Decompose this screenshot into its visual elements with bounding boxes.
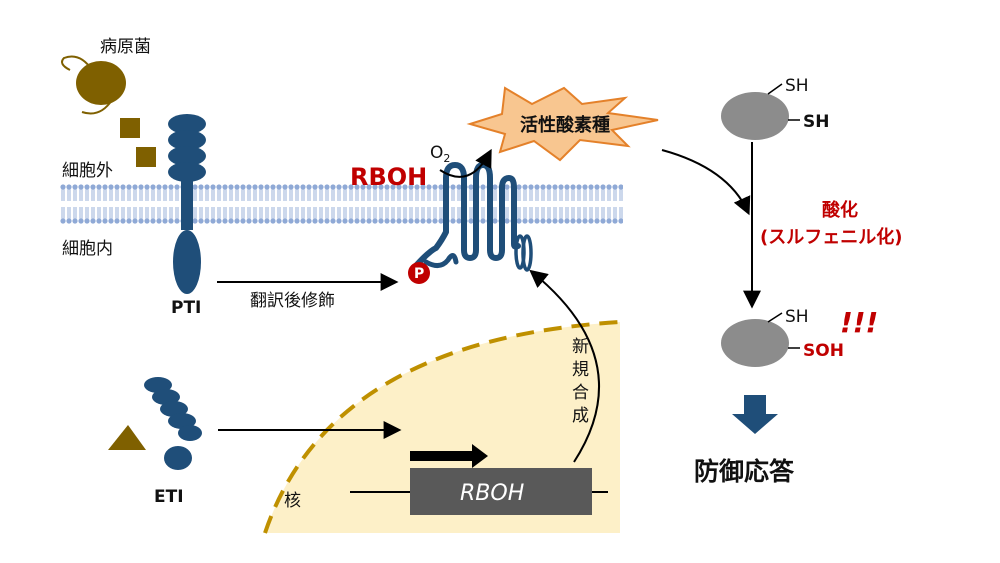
pathogen-label: 病原菌 bbox=[100, 37, 151, 57]
oxidation-label: 酸化 bbox=[822, 199, 858, 221]
ros-label: 活性酸素種 bbox=[520, 114, 610, 136]
rboh-gene-label: RBOH bbox=[460, 481, 524, 506]
nucleus-label: 核 bbox=[284, 491, 301, 511]
ptm-label: 翻訳後修飾 bbox=[250, 291, 335, 311]
sh-label-top-1: SH bbox=[785, 76, 809, 96]
nuclear-envelope bbox=[263, 320, 621, 534]
pamp-square-icon bbox=[120, 118, 140, 138]
down-arrow-icon bbox=[732, 395, 778, 434]
o2-subscript: 2 bbox=[443, 152, 450, 165]
defense-response-label: 防御応答 bbox=[694, 457, 795, 486]
sulfenylation-label: (スルフェニル化) bbox=[760, 226, 902, 248]
phospho-label: P bbox=[414, 266, 424, 282]
pamp-square-icon bbox=[136, 147, 156, 167]
plasma-membrane bbox=[60, 184, 623, 224]
extracellular-label: 細胞外 bbox=[62, 161, 113, 181]
effector-triangle-icon bbox=[108, 425, 146, 450]
phosphorylation-icon: P bbox=[408, 262, 430, 284]
pti-receptor-icon bbox=[168, 114, 206, 294]
de-novo-char-3: 合 bbox=[572, 383, 589, 403]
o2-label: O2 bbox=[430, 143, 450, 165]
eti-receptor-icon bbox=[144, 377, 202, 470]
pathogen-icon bbox=[61, 55, 126, 115]
eti-label: ETI bbox=[154, 487, 184, 507]
soh-label: SOH bbox=[803, 341, 844, 361]
de-novo-char-4: 成 bbox=[572, 406, 589, 426]
sh-label-top-2: SH bbox=[803, 112, 829, 132]
sh-label-bottom: SH bbox=[785, 307, 809, 327]
rboh-protein-label: RBOH bbox=[350, 163, 427, 191]
oxidized-protein-icon bbox=[721, 319, 789, 367]
de-novo-char-1: 新 bbox=[572, 337, 589, 357]
de-novo-synthesis-arrow bbox=[529, 269, 601, 463]
exclamation-label: !!! bbox=[840, 306, 878, 339]
o2-main: O bbox=[430, 143, 443, 163]
de-novo-char-2: 規 bbox=[572, 360, 589, 380]
ros-to-oxidation-arrow bbox=[661, 149, 751, 216]
sh-bond-3 bbox=[767, 312, 783, 323]
intracellular-label: 細胞内 bbox=[62, 239, 113, 259]
transcription-arrow-icon bbox=[410, 444, 488, 468]
pti-label: PTI bbox=[171, 298, 201, 318]
rboh-gene-box bbox=[410, 468, 592, 515]
sh-bond-1 bbox=[767, 83, 783, 95]
reduced-protein-icon bbox=[721, 92, 789, 140]
o2-to-ros-arrow bbox=[439, 148, 492, 178]
ros-burst-icon bbox=[466, 86, 659, 162]
